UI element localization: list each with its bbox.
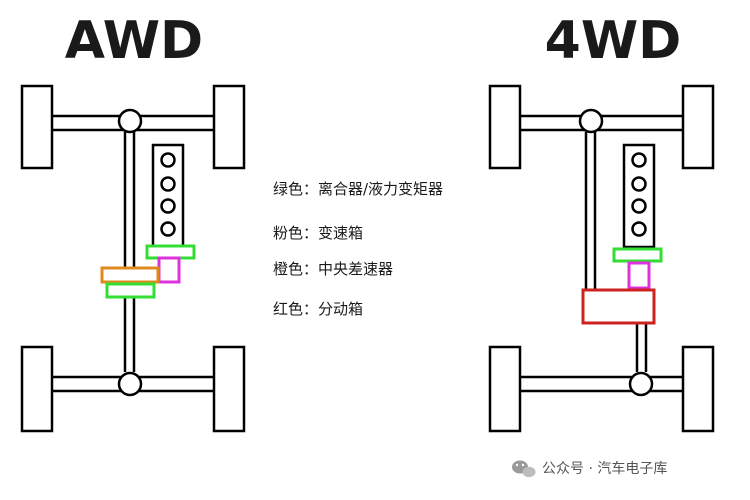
awd-title: AWD <box>65 11 203 71</box>
awd-rear-differential <box>117 371 143 397</box>
4wd-rear-left-wheel <box>488 345 522 433</box>
awd-engine-cylinder-4 <box>160 221 176 237</box>
legend-orange: 橙色：中央差速器 <box>273 260 393 278</box>
4wd-rear-right-wheel <box>681 345 715 433</box>
4wd-rear-axle <box>520 375 683 393</box>
4wd-front-differential <box>578 108 604 134</box>
legend: 绿色：离合器/液力变矩器 粉色：变速箱 橙色：中央差速器 红色：分动箱 <box>273 180 443 318</box>
watermark: 公众号 · 汽车电子库 <box>512 460 667 478</box>
4wd-front-right-wheel <box>681 84 715 170</box>
awd-gearbox-pink <box>157 256 181 284</box>
awd-drive-shaft <box>123 132 136 372</box>
4wd-title: 4WD <box>545 11 682 71</box>
legend-red: 红色：分动箱 <box>273 300 363 318</box>
watermark-text: 公众号 · 汽车电子库 <box>542 460 667 477</box>
awd-clutch-green <box>145 244 196 260</box>
awd-engine-cylinder-3 <box>160 198 176 214</box>
legend-green: 绿色：离合器/液力变矩器 <box>273 180 443 198</box>
4wd-front-drive-shaft <box>584 132 597 290</box>
4wd-front-left-wheel <box>488 84 522 170</box>
awd-clutch-green-lower <box>105 282 156 299</box>
awd-front-right-wheel <box>212 84 246 170</box>
4wd-engine-cylinder-1 <box>631 152 647 168</box>
awd-engine-cylinder-1 <box>160 152 176 168</box>
awd-rear-left-wheel <box>20 345 54 433</box>
legend-pink: 粉色：变速箱 <box>273 224 363 242</box>
awd-drivetrain <box>20 84 246 433</box>
awd-engine-cylinder-2 <box>160 176 176 192</box>
4wd-transfer-case-red <box>581 288 656 325</box>
4wd-clutch-green <box>612 247 663 263</box>
4wd-engine-cylinder-2 <box>631 176 647 192</box>
4wd-drivetrain <box>488 84 715 433</box>
awd-front-differential <box>117 108 143 134</box>
awd-center-diff-orange <box>100 266 160 284</box>
4wd-rear-differential <box>628 371 654 397</box>
4wd-engine-cylinder-4 <box>631 221 647 237</box>
awd-front-left-wheel <box>20 84 54 170</box>
4wd-gearbox-pink <box>627 261 651 290</box>
4wd-engine-cylinder-3 <box>631 198 647 214</box>
4wd-rear-drive-shaft <box>635 323 648 372</box>
awd-rear-right-wheel <box>212 345 246 433</box>
wechat-icon <box>512 460 536 478</box>
